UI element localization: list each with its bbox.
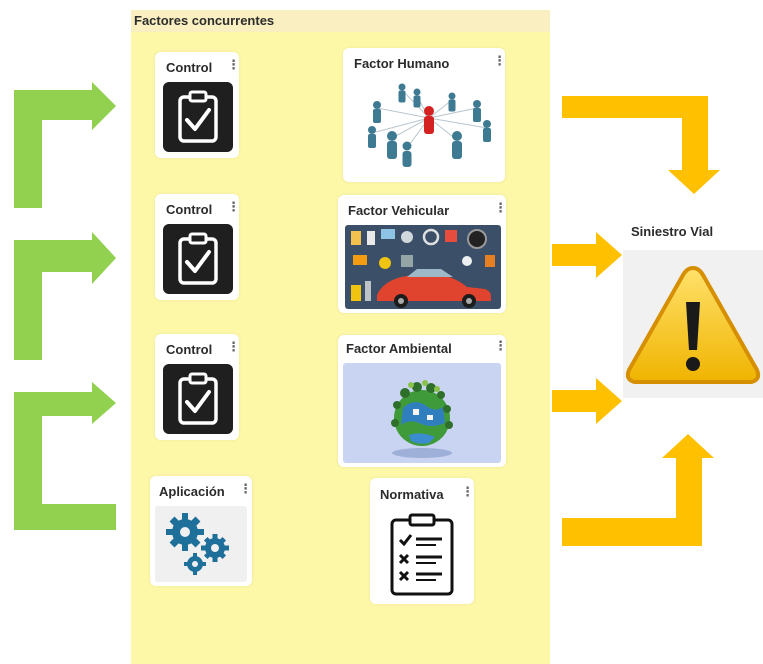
checklist-icon [376, 510, 468, 600]
siniestro-vial-label: Siniestro Vial [631, 224, 714, 239]
kebab-menu-icon[interactable]: ⋮ [494, 200, 507, 215]
factor-humano-label: Factor Humano [354, 56, 450, 71]
kebab-menu-icon[interactable]: ⋮ [493, 53, 506, 68]
green-arrow-2 [14, 232, 116, 360]
orange-arrow-normativa-siniestro [562, 434, 714, 546]
green-earth-icon [343, 363, 501, 463]
control-label: Control [166, 342, 213, 357]
clipboard-check-icon [163, 364, 233, 434]
factor-humano-card[interactable]: Factor Humano ⋮ [343, 48, 506, 182]
aplicacion-card[interactable]: Aplicación ⋮ [150, 476, 252, 586]
factor-vehicular-card[interactable]: Factor Vehicular ⋮ [338, 195, 507, 313]
green-loop-arrow [14, 382, 116, 530]
factor-ambiental-label: Factor Ambiental [346, 341, 452, 356]
factor-ambiental-card[interactable]: Factor Ambiental ⋮ [338, 335, 507, 467]
kebab-menu-icon[interactable]: ⋮ [227, 339, 240, 354]
car-parts-icon [345, 225, 501, 309]
people-network-icon [347, 78, 501, 178]
control-card-3[interactable]: Control ⋮ [155, 334, 240, 440]
green-arrow-1 [14, 82, 116, 208]
control-card-2[interactable]: Control ⋮ [155, 194, 240, 300]
kebab-menu-icon[interactable]: ⋮ [239, 481, 252, 496]
normativa-card[interactable]: Normativa ⋮ [370, 478, 474, 604]
orange-arrow-humano-siniestro [562, 96, 720, 194]
control-label: Control [166, 60, 213, 75]
gears-icon [155, 506, 247, 582]
panel-title: Factores concurrentes [134, 13, 275, 28]
control-label: Control [166, 202, 213, 217]
warning-triangle-icon [623, 250, 763, 398]
factor-vehicular-label: Factor Vehicular [348, 203, 450, 218]
kebab-menu-icon[interactable]: ⋮ [461, 484, 474, 499]
aplicacion-label: Aplicación [159, 484, 225, 499]
orange-arrow-vehicular-siniestro [552, 232, 622, 278]
control-card-1[interactable]: Control ⋮ [155, 52, 240, 158]
kebab-menu-icon[interactable]: ⋮ [494, 338, 507, 353]
orange-arrow-ambiental-siniestro [552, 378, 622, 424]
clipboard-check-icon [163, 224, 233, 294]
normativa-label: Normativa [380, 487, 444, 502]
kebab-menu-icon[interactable]: ⋮ [227, 57, 240, 72]
kebab-menu-icon[interactable]: ⋮ [227, 199, 240, 214]
panel-header: Factores concurrentes [131, 10, 550, 32]
clipboard-check-icon [163, 82, 233, 152]
